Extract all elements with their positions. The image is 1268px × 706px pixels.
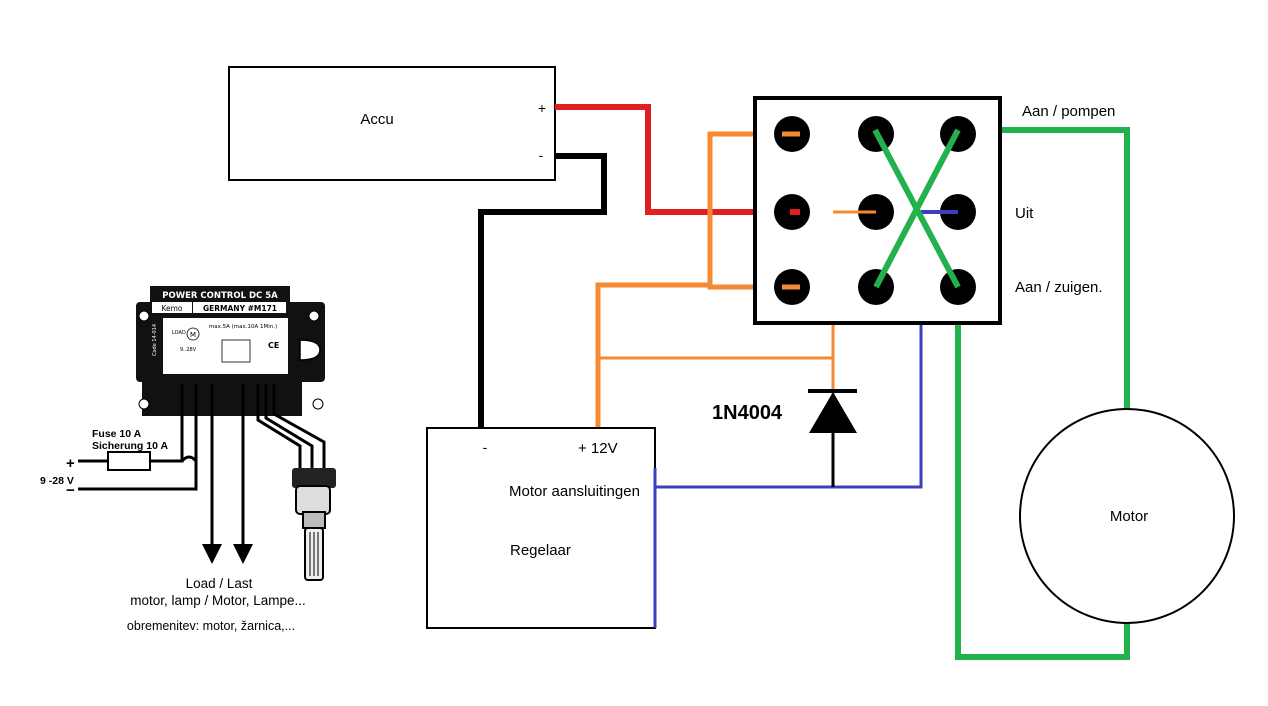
load-line-1: Load / Last — [186, 576, 253, 591]
module-title: POWER CONTROL DC 5A — [162, 291, 278, 301]
module-pot-symbol — [221, 339, 251, 363]
switch-label-pompen: Aan / pompen — [1022, 103, 1115, 120]
module-ce-mark: CE — [268, 341, 279, 350]
mount-hole-left-bottom — [138, 398, 150, 410]
regelaar-label: Regelaar — [510, 542, 571, 559]
module-motor-letter: M — [190, 331, 196, 339]
module-voltage-tag: 9..28V — [180, 347, 197, 353]
motor-label: Motor — [1110, 508, 1148, 525]
module-side-tab — [299, 339, 321, 361]
module-label-area — [163, 318, 288, 374]
wire-green-x2 — [873, 128, 961, 289]
switch-label-uit: Uit — [1015, 205, 1034, 222]
accu-minus-terminal: - — [539, 147, 544, 163]
mount-hole-left — [138, 310, 150, 322]
kemo-power-control-module: POWER CONTROL DC 5A Kemo GERMANY #M171 m… — [136, 286, 325, 416]
input-plus: + — [66, 455, 75, 472]
accu-box — [228, 66, 556, 181]
diode-triangle — [809, 392, 857, 433]
mount-hole-right-top — [308, 310, 320, 322]
module-model: GERMANY #M171 — [203, 304, 277, 313]
regelaar-motor-aansluitingen: Motor aansluitingen — [509, 483, 640, 500]
module-code: Code 14-014 — [152, 324, 158, 356]
regelaar-outline — [426, 427, 656, 629]
switch-label-zuigen: Aan / zuigen. — [1015, 279, 1103, 296]
load-arrow-2 — [233, 544, 253, 564]
load-line-2: motor, lamp / Motor, Lampe... — [130, 593, 306, 608]
accu-plus-terminal: + — [538, 100, 546, 116]
motor: Motor — [1019, 408, 1235, 624]
accu-label: Accu — [360, 111, 393, 128]
wire-red-positive — [555, 104, 790, 215]
pot-nut — [302, 511, 326, 529]
input-minus: − — [66, 482, 75, 499]
load-line-3: obremenitev: motor, žarnica,... — [127, 619, 295, 633]
module-model-plate — [193, 302, 286, 313]
wire-orange-bridge — [707, 131, 790, 290]
module-wires — [78, 384, 326, 545]
diode-1n4004: 1N4004 — [712, 389, 857, 433]
module-terminals — [172, 368, 279, 374]
pot-housing — [295, 485, 331, 515]
module-load-tag: LOAD — [172, 330, 186, 336]
module-base — [142, 378, 302, 416]
module-brand-plate — [152, 302, 192, 313]
mount-hole-right-bottom — [312, 398, 324, 410]
module-motor-symbol — [186, 327, 200, 341]
motor-circle — [1019, 408, 1235, 624]
sicherung-label: Sicherung 10 A — [92, 440, 168, 452]
regelaar-plus12: + 12V — [578, 440, 618, 457]
module-spec: max.5A (max.10A 1Min.) — [209, 324, 277, 330]
fuse-label: Fuse 10 A — [92, 428, 142, 440]
module-brand: Kemo — [161, 304, 182, 313]
potentiometer — [292, 468, 336, 581]
accu-battery: Accu + - — [228, 66, 556, 181]
diode-label: 1N4004 — [712, 402, 783, 424]
regelaar-box: - + 12V Motor aansluitingen Regelaar — [426, 427, 656, 629]
input-voltage: 9 -28 V — [40, 475, 74, 487]
pot-body — [292, 468, 336, 488]
wire-orange-supply — [595, 282, 710, 428]
regelaar-minus: - — [483, 439, 488, 455]
wire-black-negative — [478, 153, 607, 428]
load-arrow-1 — [202, 544, 222, 564]
